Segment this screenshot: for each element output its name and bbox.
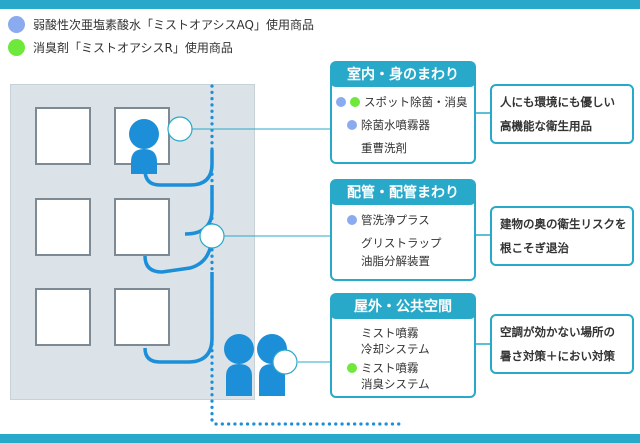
item-deodorize-system: 消臭システム [361, 376, 430, 392]
item-label: 冷却システム [361, 342, 430, 356]
blue-dot-icon [336, 97, 346, 107]
connector-circle [272, 349, 298, 375]
item-mist-sprayer: 除菌水噴霧器 [347, 117, 430, 133]
person-outdoor-icon [224, 334, 254, 396]
item-baking-soda: 重曹洗剤 [361, 140, 407, 156]
callout-line: 高機能な衛生用品 [500, 119, 592, 133]
callout-indoor: 人にも環境にも優しい 高機能な衛生用品 [490, 84, 634, 144]
item-mist-spray-deodorize: ミスト噴霧 [347, 360, 419, 376]
building-window [114, 288, 170, 346]
legend-label-r: 消臭剤「ミストオアシスR」使用商品 [33, 40, 233, 55]
building-window [35, 288, 91, 346]
building-window [114, 198, 170, 256]
pipe-upper [143, 150, 214, 187]
building-illustration [10, 84, 255, 400]
building-window [35, 107, 91, 165]
callout-line: 空調が効かない場所の [500, 325, 615, 339]
item-label: ミスト噴霧 [361, 361, 419, 375]
section-title-indoor: 室内・身のまわり [330, 61, 476, 87]
green-dot-icon [347, 363, 357, 373]
item-spot-sanitize: スポット除菌・消臭 [336, 94, 468, 110]
top-accent-bar [0, 0, 640, 9]
section-title-outdoor: 屋外・公共空間 [330, 293, 476, 319]
legend-item-aq: 弱酸性次亜塩素酸水「ミストオアシスAQ」使用商品 [8, 14, 314, 34]
section-panel-piping [330, 192, 476, 281]
blue-dot-icon [347, 215, 357, 225]
callout-line: 暑さ対策＋におい対策 [500, 349, 615, 363]
pipe-middle [143, 233, 214, 274]
callout-line: 人にも環境にも優しい [500, 95, 615, 109]
item-fat-decomposer: 油脂分解装置 [361, 253, 430, 269]
connector-circle [199, 223, 225, 249]
item-pipe-cleaner: 管洗浄プラス [347, 212, 430, 228]
section-title-piping: 配管・配管まわり [330, 179, 476, 205]
person-window-icon [129, 119, 159, 174]
blue-dot-icon [8, 15, 25, 33]
green-dot-icon [350, 97, 360, 107]
building-window [35, 198, 91, 256]
callout-piping: 建物の奥の衛生リスクを 根こそぎ退治 [490, 206, 634, 266]
callout-outdoor: 空調が効かない場所の 暑さ対策＋におい対策 [490, 314, 634, 374]
item-grease-trap: グリストラップ [361, 235, 442, 251]
blue-dot-icon [347, 120, 357, 130]
item-label: 油脂分解装置 [361, 254, 430, 268]
connector-circle [167, 116, 193, 142]
legend-label-aq: 弱酸性次亜塩素酸水「ミストオアシスAQ」使用商品 [33, 17, 314, 32]
item-label: 除菌水噴霧器 [361, 118, 430, 132]
item-label: グリストラップ [361, 236, 442, 250]
item-label: ミスト噴霧 [361, 326, 419, 340]
section-panel-indoor [330, 74, 476, 164]
bottom-accent-bar [0, 434, 640, 443]
green-dot-icon [8, 38, 25, 56]
item-label: 消臭システム [361, 377, 430, 391]
item-mist-spray: ミスト噴霧 [361, 325, 419, 341]
callout-line: 根こそぎ退治 [500, 241, 569, 255]
item-label: 管洗浄プラス [361, 213, 430, 227]
pipe-lower [143, 272, 214, 364]
callout-line: 建物の奥の衛生リスクを [500, 217, 627, 231]
item-label: 重曹洗剤 [361, 141, 407, 155]
legend-item-r: 消臭剤「ミストオアシスR」使用商品 [8, 37, 233, 57]
item-label: スポット除菌・消臭 [364, 95, 468, 109]
item-cooling-system: 冷却システム [361, 341, 430, 357]
